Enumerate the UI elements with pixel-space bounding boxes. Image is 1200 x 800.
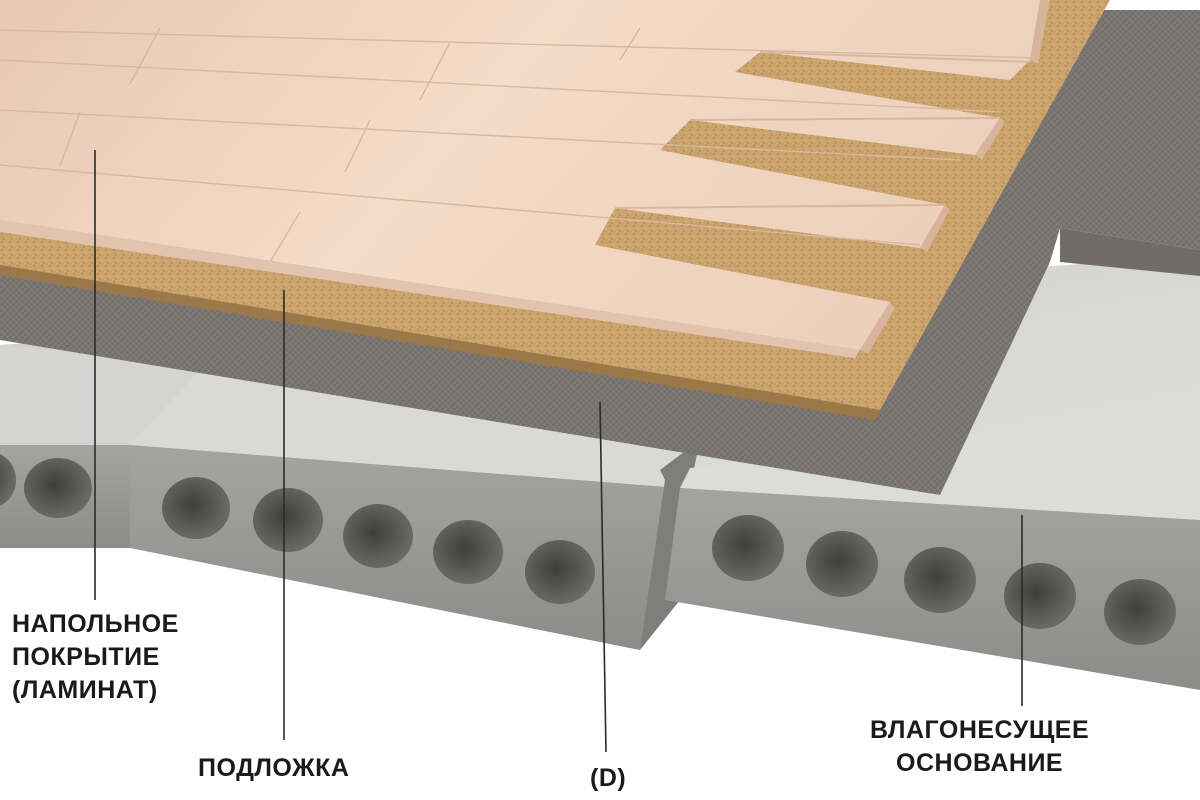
leader-line-film	[599, 401, 607, 753]
underlay-label: ПОДЛОЖКА	[198, 754, 350, 782]
floor-covering-label-line2: ПОКРЫТИЕ	[12, 643, 160, 671]
base-label: ВЛАГОНЕСУЩЕЕ ОСНОВАНИЕ	[870, 714, 1089, 780]
floor-covering-label-line1: НАПОЛЬНОЕ	[12, 610, 179, 638]
film-label: (D)	[590, 764, 627, 792]
floor-covering-label-line3: (ЛАМИНАТ)	[12, 676, 158, 704]
floor-covering-label: НАПОЛЬНОЕ ПОКРЫТИЕ (ЛАМИНАТ)	[12, 608, 179, 707]
leader-lines	[94, 150, 1023, 753]
base-label-line1: ВЛАГОНЕСУЩЕЕ	[870, 716, 1090, 744]
laminate-layer	[0, 0, 1050, 358]
base-label-line2: ОСНОВАНИЕ	[896, 749, 1064, 777]
